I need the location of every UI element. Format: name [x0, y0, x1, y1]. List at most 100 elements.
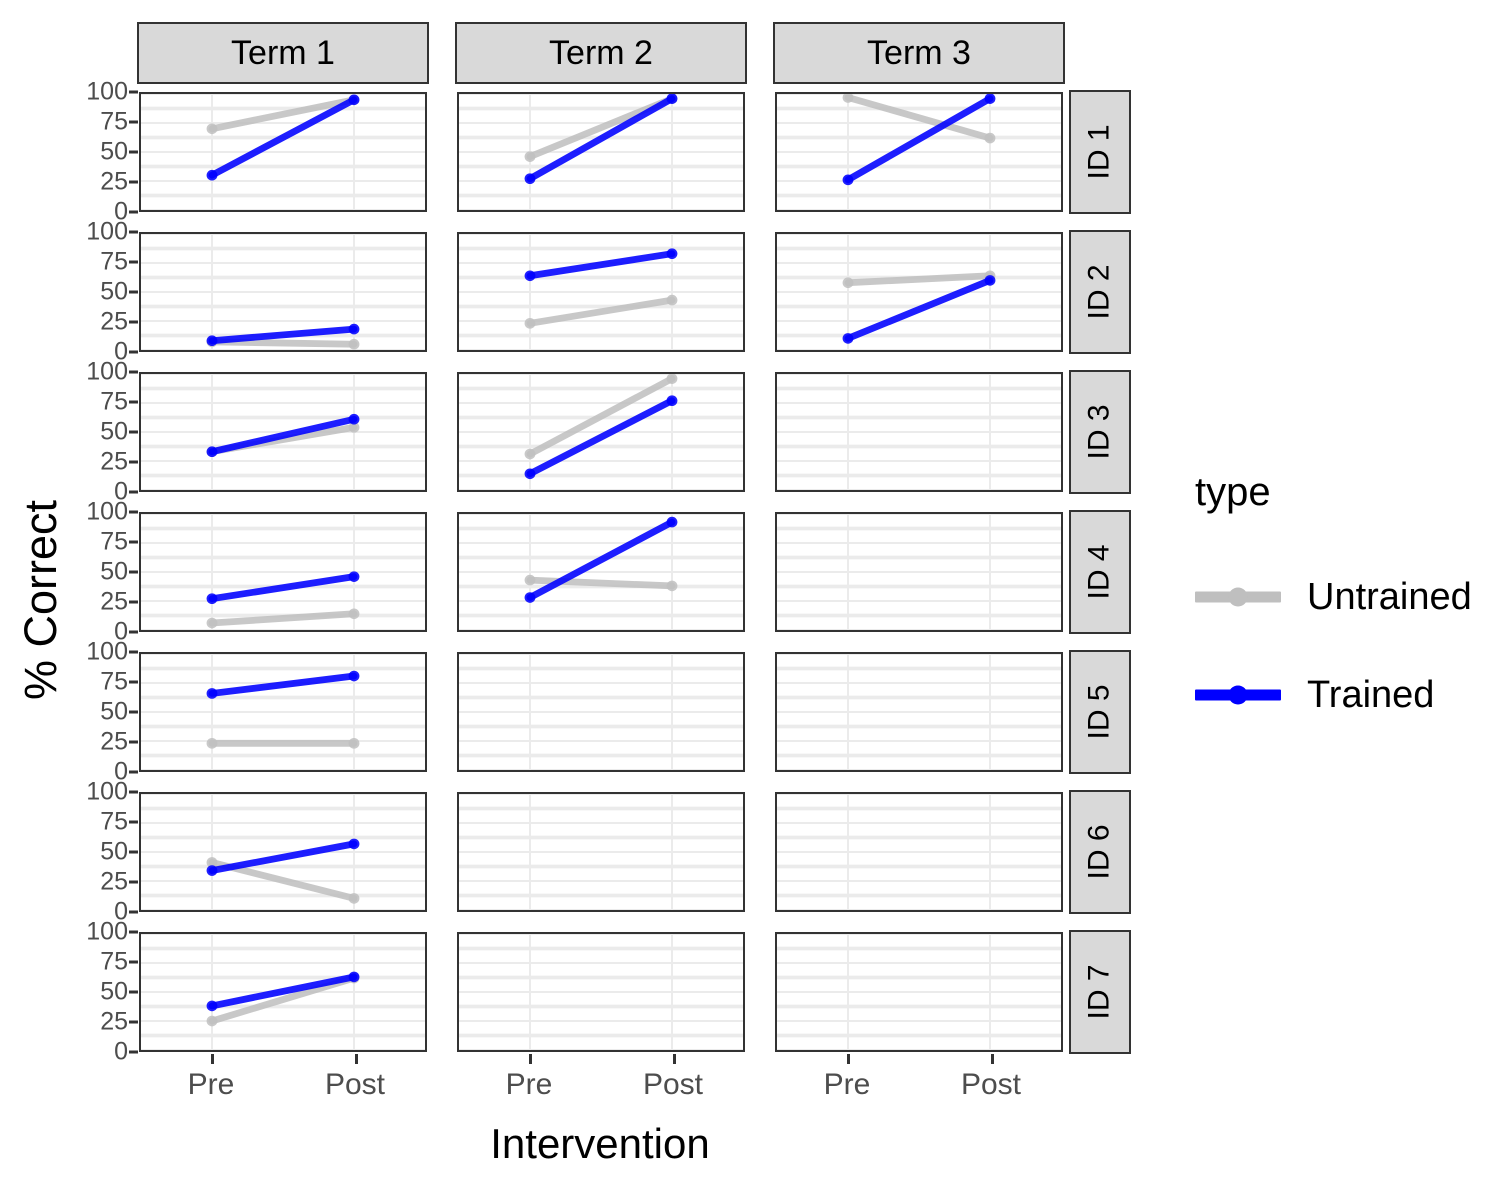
facet-row-strip-id-7: ID 7 [1069, 930, 1131, 1054]
facet-panel-id-1-term-1 [139, 92, 427, 212]
y-tick-mark [129, 650, 138, 654]
x-tick-mark [673, 1054, 676, 1064]
facet-row-strip-label: ID 5 [1083, 684, 1116, 740]
y-tick-mark [129, 540, 138, 544]
y-tick-label: 75 [100, 527, 128, 556]
y-tick-mark [129, 460, 138, 464]
facet-col-strip-term-1: Term 1 [137, 22, 429, 84]
x-tick-label: Pre [823, 1068, 871, 1101]
y-tick-mark [129, 930, 138, 934]
y-tick-label: 25 [100, 447, 128, 476]
y-tick-mark [129, 370, 138, 374]
y-tick-mark [129, 180, 138, 184]
facet-row-strip-id-6: ID 6 [1069, 790, 1131, 914]
facet-row-strip-label: ID 1 [1083, 124, 1116, 180]
facet-panel-id-2-term-2 [457, 232, 745, 352]
y-tick-mark [129, 90, 138, 94]
facet-row-strip-id-4: ID 4 [1069, 510, 1131, 634]
y-tick-mark [129, 400, 138, 404]
y-tick-mark [129, 1020, 138, 1024]
y-tick-label: 100 [86, 357, 128, 386]
y-tick-mark [129, 630, 138, 634]
legend-item-label: Trained [1307, 673, 1435, 716]
facet-row-strip-label: ID 2 [1083, 264, 1116, 320]
y-tick-label: 50 [100, 837, 128, 866]
y-tick-mark [129, 510, 138, 514]
facet-row-strip-id-3: ID 3 [1069, 370, 1131, 494]
facet-panel-id-7-term-2 [457, 932, 745, 1052]
y-tick-mark [129, 850, 138, 854]
y-tick-label: 50 [100, 977, 128, 1006]
x-tick-mark [529, 1054, 532, 1064]
y-tick-label: 100 [86, 777, 128, 806]
legend-item-trained[interactable]: Trained [1195, 659, 1495, 731]
facet-col-strip-term-3: Term 3 [773, 22, 1065, 84]
facet-col-strip-term-2: Term 2 [455, 22, 747, 84]
facet-panel-id-2-term-1 [139, 232, 427, 352]
y-tick-label: 100 [86, 497, 128, 526]
facet-panel-id-5-term-2 [457, 652, 745, 772]
y-tick-label: 50 [100, 137, 128, 166]
y-tick-mark [129, 260, 138, 264]
x-tick-mark [847, 1054, 850, 1064]
y-tick-label: 0 [114, 477, 128, 506]
y-tick-label: 75 [100, 387, 128, 416]
y-tick-label: 25 [100, 307, 128, 336]
y-tick-label: 75 [100, 667, 128, 696]
facet-col-strip-label: Term 3 [867, 33, 971, 72]
facet-panel-id-4-term-1 [139, 512, 427, 632]
y-tick-mark [129, 710, 138, 714]
facet-panel-id-3-term-3 [775, 372, 1063, 492]
y-tick-mark [129, 770, 138, 774]
y-tick-label: 100 [86, 217, 128, 246]
facet-row-strip-id-1: ID 1 [1069, 90, 1131, 214]
facet-row-strip-id-2: ID 2 [1069, 230, 1131, 354]
y-tick-label: 0 [114, 197, 128, 226]
facet-panel-id-4-term-2 [457, 512, 745, 632]
legend-title: type [1195, 470, 1271, 514]
y-tick-mark [129, 960, 138, 964]
facet-col-strip-label: Term 2 [549, 33, 653, 72]
y-tick-label: 0 [114, 897, 128, 926]
x-tick-mark [211, 1054, 214, 1064]
y-tick-mark [129, 990, 138, 994]
y-tick-mark [129, 430, 138, 434]
y-tick-mark [129, 210, 138, 214]
y-tick-label: 50 [100, 417, 128, 446]
x-axis-title: Intervention [135, 1120, 1065, 1180]
facet-panel-id-5-term-1 [139, 652, 427, 772]
y-tick-label: 75 [100, 807, 128, 836]
y-tick-label: 25 [100, 167, 128, 196]
y-tick-mark [129, 320, 138, 324]
y-tick-label: 25 [100, 867, 128, 896]
facet-panel-id-7-term-1 [139, 932, 427, 1052]
facet-row-strip-label: ID 7 [1083, 964, 1116, 1020]
y-tick-label: 25 [100, 727, 128, 756]
y-tick-mark [129, 150, 138, 154]
y-tick-mark [129, 880, 138, 884]
legend-item-untrained[interactable]: Untrained [1195, 561, 1495, 633]
y-tick-mark [129, 790, 138, 794]
y-tick-mark [129, 350, 138, 354]
facet-row-strip-label: ID 6 [1083, 824, 1116, 880]
x-tick-label: Pre [505, 1068, 553, 1101]
y-tick-label: 50 [100, 557, 128, 586]
y-tick-label: 25 [100, 587, 128, 616]
y-tick-label: 100 [86, 77, 128, 106]
y-tick-label: 100 [86, 637, 128, 666]
y-tick-mark [129, 570, 138, 574]
facet-row-strip-label: ID 4 [1083, 544, 1116, 600]
y-tick-label: 75 [100, 947, 128, 976]
facet-row-strip-id-5: ID 5 [1069, 650, 1131, 774]
y-tick-label: 75 [100, 247, 128, 276]
x-tick-mark [991, 1054, 994, 1064]
legend-key-swatch [1195, 675, 1281, 715]
facet-row-strip-label: ID 3 [1083, 404, 1116, 460]
y-tick-label: 50 [100, 697, 128, 726]
facet-panel-id-2-term-3 [775, 232, 1063, 352]
facet-panel-id-3-term-2 [457, 372, 745, 492]
y-tick-mark [129, 120, 138, 124]
